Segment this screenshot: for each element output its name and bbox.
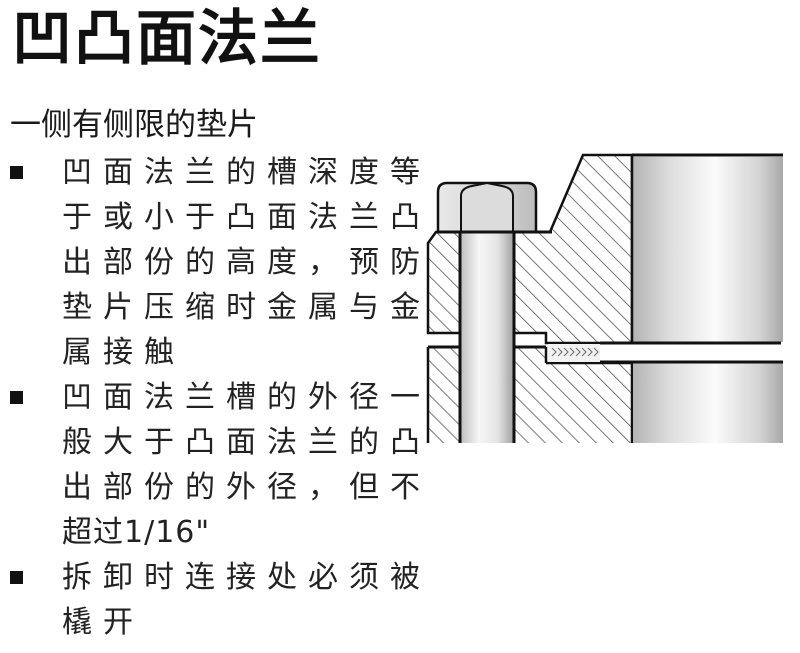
bullet-line: 属接触 bbox=[62, 335, 185, 370]
bolt bbox=[458, 232, 516, 443]
gasket bbox=[548, 344, 600, 362]
bullet-line: 般大于凸面法兰的凸 bbox=[62, 425, 431, 460]
slide-subtitle: 一侧有侧限的垫片 bbox=[10, 107, 258, 143]
bullet-line: 橇开 bbox=[62, 605, 144, 640]
bullet-line: 凹面法兰的槽深度等 bbox=[62, 155, 431, 190]
bullet-line: 出部份的外径，但不 bbox=[62, 470, 431, 505]
square-bullet-icon bbox=[10, 391, 23, 404]
bullet-line: 凹面法兰槽的外径一 bbox=[62, 380, 431, 415]
bullet-line: 垫片压缩时金属与金 bbox=[62, 290, 431, 325]
bullet-line: 于或小于凸面法兰凸 bbox=[62, 200, 431, 235]
bullet-line: 拆卸时连接处必须被 bbox=[62, 560, 431, 595]
bullet-line: 超过1/16" bbox=[62, 515, 211, 550]
pipe-bore-upper bbox=[600, 153, 783, 345]
square-bullet-icon bbox=[10, 571, 23, 584]
bullet-line: 出部份的高度，预防 bbox=[62, 245, 431, 280]
square-bullet-icon bbox=[10, 166, 23, 179]
pipe-bore-lower bbox=[600, 360, 783, 443]
hex-nut bbox=[436, 181, 552, 234]
slide-title: 凹凸面法兰 bbox=[12, 4, 322, 74]
